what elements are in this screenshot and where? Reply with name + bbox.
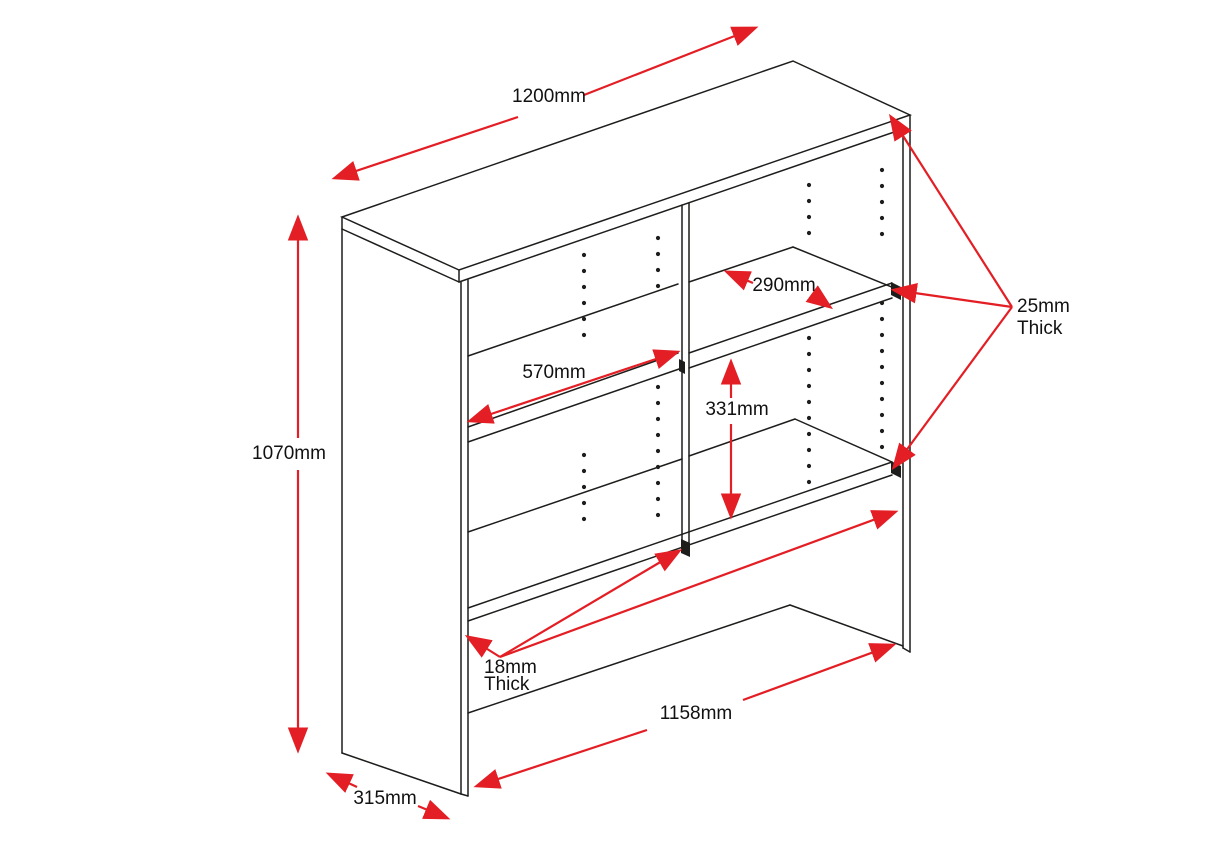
dim-label-overall-width: 1200mm [512, 86, 586, 107]
bottom-shelf [467, 418, 901, 622]
note-panel-thickness: 25mm Thick [1017, 296, 1070, 340]
note-shelf-thickness-value: 18mm [484, 657, 537, 678]
dim-label-internal-width: 1158mm [659, 703, 733, 724]
dim-label-left-compartment-width: 570mm [522, 362, 586, 383]
dim-label-overall-height: 1070mm [252, 443, 326, 464]
top-panel [339, 60, 913, 283]
shelf-pin-holes [581, 167, 885, 522]
dim-arrow-1200 [331, 26, 759, 181]
right-upper-shelf [688, 246, 901, 369]
dim-arrow-315 [325, 772, 451, 820]
note-shelf-thickness-word: Thick [484, 674, 530, 695]
leader-25mm-thick [889, 113, 1013, 470]
dim-arrow-1158 [473, 643, 897, 789]
center-divider [681, 202, 690, 557]
leader-18mm-thick [464, 510, 899, 659]
dim-label-opening-height: 331mm [705, 399, 769, 420]
left-side-panel [341, 228, 469, 797]
note-panel-thickness-word: Thick [1017, 318, 1063, 339]
dim-label-shelf-depth: 290mm [752, 275, 816, 296]
right-side-panel [467, 114, 911, 714]
dim-label-overall-depth: 315mm [353, 788, 417, 809]
note-panel-thickness-value: 25mm [1017, 296, 1070, 317]
note-shelf-thickness: 18mm Thick [484, 657, 537, 695]
dim-arrow-570 [466, 349, 681, 424]
dim-arrow-290 [723, 270, 833, 310]
